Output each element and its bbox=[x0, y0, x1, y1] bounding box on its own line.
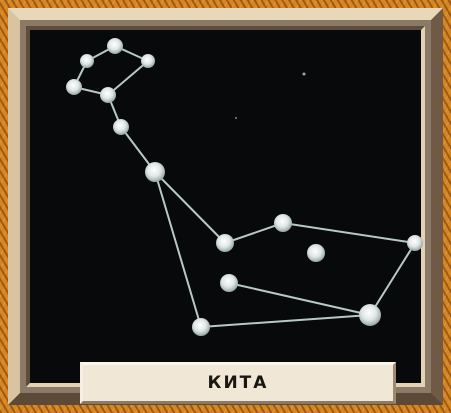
star bbox=[113, 119, 129, 135]
star bbox=[274, 214, 292, 232]
star bbox=[80, 54, 94, 68]
star bbox=[359, 304, 381, 326]
star bbox=[66, 79, 82, 95]
star bbox=[216, 234, 234, 252]
star bbox=[145, 162, 165, 182]
constellation-name: КИТА bbox=[208, 373, 269, 393]
faint-star bbox=[235, 117, 237, 119]
constellation-line bbox=[370, 243, 415, 315]
constellation-line bbox=[225, 223, 283, 243]
faint-star bbox=[303, 73, 306, 76]
star bbox=[141, 54, 155, 68]
star bbox=[192, 318, 210, 336]
star bbox=[220, 274, 238, 292]
constellation-line bbox=[229, 283, 370, 315]
star bbox=[107, 38, 123, 54]
name-plate: КИТА bbox=[80, 362, 396, 404]
constellation-line bbox=[201, 315, 370, 327]
constellation-line bbox=[283, 223, 415, 243]
star bbox=[407, 235, 423, 251]
star bbox=[307, 244, 325, 262]
star bbox=[100, 87, 116, 103]
